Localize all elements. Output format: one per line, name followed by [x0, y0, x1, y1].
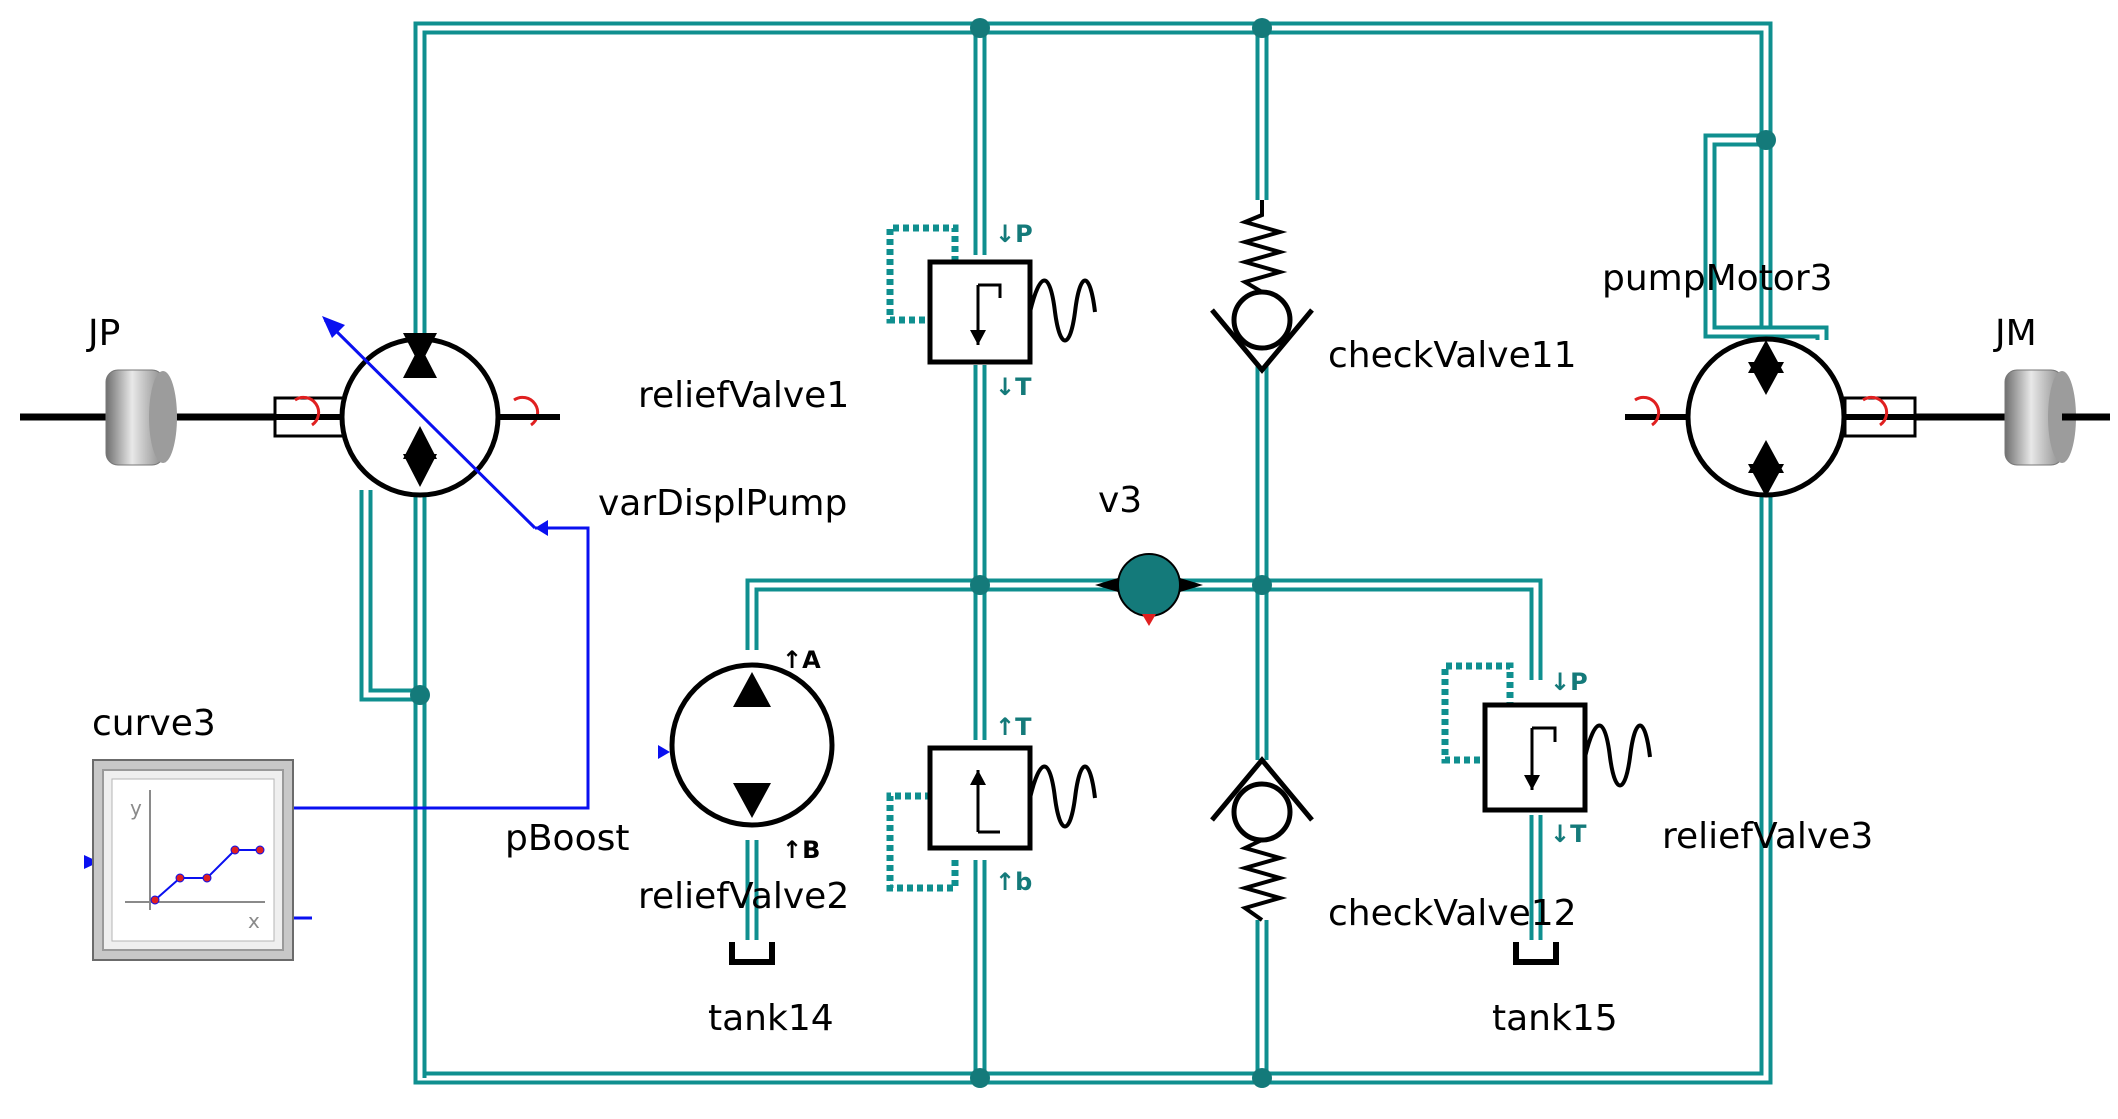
- pipe-motor-loop: [1703, 133, 1829, 340]
- tank-15[interactable]: [1513, 942, 1559, 965]
- curve-y-axis-label: y: [130, 796, 142, 820]
- label-jp: JP: [86, 313, 120, 354]
- label-jm: JM: [1993, 313, 2037, 354]
- relief3-port-t: ↓T: [1550, 820, 1587, 848]
- signal-lines: [84, 316, 670, 920]
- junction-node: [1756, 130, 1776, 150]
- curve-table-block[interactable]: y x: [92, 759, 294, 961]
- check-valve-11[interactable]: [1210, 200, 1314, 374]
- junction-node: [970, 1068, 990, 1088]
- label-p-boost: pBoost: [505, 818, 629, 859]
- label-relief-valve-2: reliefValve2: [638, 876, 849, 917]
- label-pump-motor-3: pumpMotor3: [1602, 258, 1833, 299]
- junction-node: [410, 685, 430, 705]
- relief3-port-p: ↓P: [1550, 668, 1588, 696]
- valve-v3[interactable]: [1095, 553, 1203, 626]
- pipe-middle-horizontal: [745, 578, 1543, 680]
- component-labels: JP JM varDisplPump reliefValve1 checkVal…: [86, 258, 2037, 1039]
- boost-port-b: ↑B: [782, 836, 820, 864]
- junction-node: [1252, 1068, 1272, 1088]
- relief1-port-p: ↓P: [995, 220, 1033, 248]
- pipe-network: [359, 21, 1829, 1085]
- port-labels: ↓P ↓T ↑T ↑b ↓P ↓T: [995, 220, 1588, 896]
- boost-port-labels: ↑A ↑B: [782, 646, 821, 864]
- pipe-pump-loop: [359, 490, 420, 702]
- label-v3: v3: [1098, 480, 1142, 521]
- junction-node: [970, 575, 990, 595]
- inertia-jm[interactable]: [1843, 369, 2110, 466]
- relief-valve-1[interactable]: [886, 224, 1097, 365]
- label-check-valve-11: checkValve11: [1328, 335, 1577, 376]
- relief2-port-t: ↑T: [995, 713, 1032, 741]
- boost-pump[interactable]: [669, 662, 835, 828]
- label-curve3: curve3: [92, 703, 216, 744]
- label-relief-valve-3: reliefValve3: [1662, 816, 1873, 857]
- boost-port-a: ↑A: [782, 646, 821, 674]
- junction-node: [1252, 18, 1272, 38]
- label-tank-15: tank15: [1492, 998, 1618, 1039]
- variable-displacement-pump[interactable]: [339, 333, 560, 498]
- curve-x-axis-label: x: [248, 909, 260, 933]
- check-valve-12[interactable]: [1210, 756, 1314, 922]
- relief1-port-t: ↓T: [995, 373, 1032, 401]
- junction-node: [1252, 575, 1272, 595]
- pump-motor-3[interactable]: [1625, 336, 1847, 498]
- relief2-port-b: ↑b: [995, 868, 1032, 896]
- relief-valve-2[interactable]: [886, 745, 1097, 892]
- shaft-flange-left: [273, 395, 540, 438]
- junction-nodes: [410, 18, 1776, 1088]
- label-tank-14: tank14: [708, 998, 834, 1039]
- inertia-jp[interactable]: [20, 369, 280, 466]
- junction-node: [970, 18, 990, 38]
- relief-valve-3[interactable]: [1441, 662, 1652, 813]
- label-relief-valve-1: reliefValve1: [638, 375, 849, 416]
- label-check-valve-12: checkValve12: [1328, 893, 1577, 934]
- label-var-displ-pump: varDisplPump: [598, 483, 847, 524]
- tank-14[interactable]: [729, 942, 775, 965]
